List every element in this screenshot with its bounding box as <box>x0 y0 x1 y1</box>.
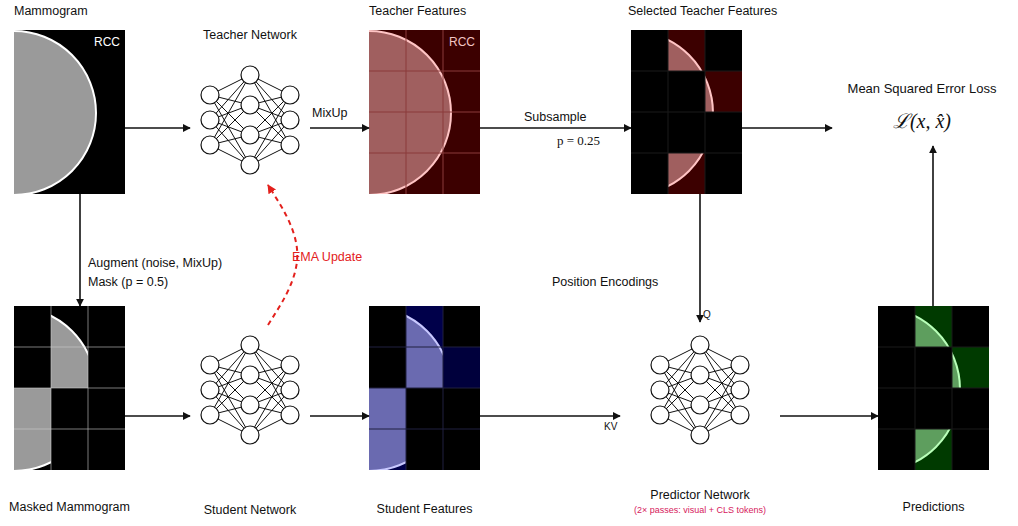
attention-tag: Q <box>703 309 711 321</box>
flow-arrow <box>79 194 81 306</box>
network-icon <box>201 66 299 174</box>
panel-title: Teacher Features <box>369 4 519 18</box>
mammogram-image <box>0 30 125 195</box>
flow-arrow <box>480 415 620 417</box>
network-box: Teacher Network <box>190 28 310 185</box>
edge-label: EMA Update <box>292 250 362 264</box>
image-panel: MammogramRCC <box>14 4 125 194</box>
attention-tag: KV <box>604 421 617 433</box>
panel-title: Student Features <box>354 502 495 516</box>
loss-title: Mean Squared Error Loss <box>832 82 1012 97</box>
panel-title: Selected Teacher Features <box>628 4 798 18</box>
flow-arrow <box>480 127 631 129</box>
flow-arrow <box>932 146 934 306</box>
network-box: Student Network <box>190 325 310 520</box>
network-title: Predictor Network <box>620 488 780 502</box>
flow-arrow <box>699 194 701 322</box>
network-box: Predictor Network(2× passes: visual + CL… <box>620 322 780 522</box>
panel-title: Masked Mammogram <box>0 500 145 514</box>
panel-title: Mammogram <box>14 4 164 18</box>
feature-panel: Student Features <box>369 306 480 518</box>
network-icon <box>651 336 749 444</box>
edge-label: Augment (noise, MixUp) <box>88 256 222 270</box>
feature-panel: Teacher FeaturesRCC <box>369 4 480 194</box>
flow-arrow <box>742 127 832 129</box>
edge-label: Subsample <box>524 110 587 124</box>
edge-label: Position Encodings <box>552 275 658 289</box>
flow-arrow <box>310 415 369 417</box>
prediction-map <box>796 306 989 471</box>
flow-arrow <box>780 415 878 417</box>
feature-panel: Selected Teacher Features <box>631 4 742 194</box>
network-title: Student Network <box>180 503 320 517</box>
parameter-note: Mask (p = 0.5) <box>88 275 168 289</box>
loss-formula: ℒ(x, x̂) <box>832 110 1012 133</box>
network-title: Teacher Network <box>190 28 310 42</box>
image-panel: Masked Mammogram <box>14 306 125 518</box>
feature-panel: Predictions <box>878 306 989 518</box>
panel-title: Predictions <box>878 500 989 514</box>
flow-arrow <box>125 415 190 417</box>
network-note: (2× passes: visual + CLS tokens) <box>610 505 790 515</box>
student-feature-map <box>287 306 480 471</box>
view-tag: RCC <box>94 36 124 50</box>
network-icon <box>201 336 299 444</box>
edge-label: MixUp <box>312 106 347 120</box>
loss-box: Mean Squared Error Lossℒ(x, x̂) <box>832 82 1012 146</box>
flow-arrow <box>310 127 369 129</box>
flow-arrow <box>125 127 190 129</box>
view-tag: RCC <box>449 36 479 50</box>
parameter-note: p = 0.25 <box>557 134 600 149</box>
teacher-feature-map <box>287 30 480 195</box>
masked-mammogram-image <box>0 306 125 471</box>
